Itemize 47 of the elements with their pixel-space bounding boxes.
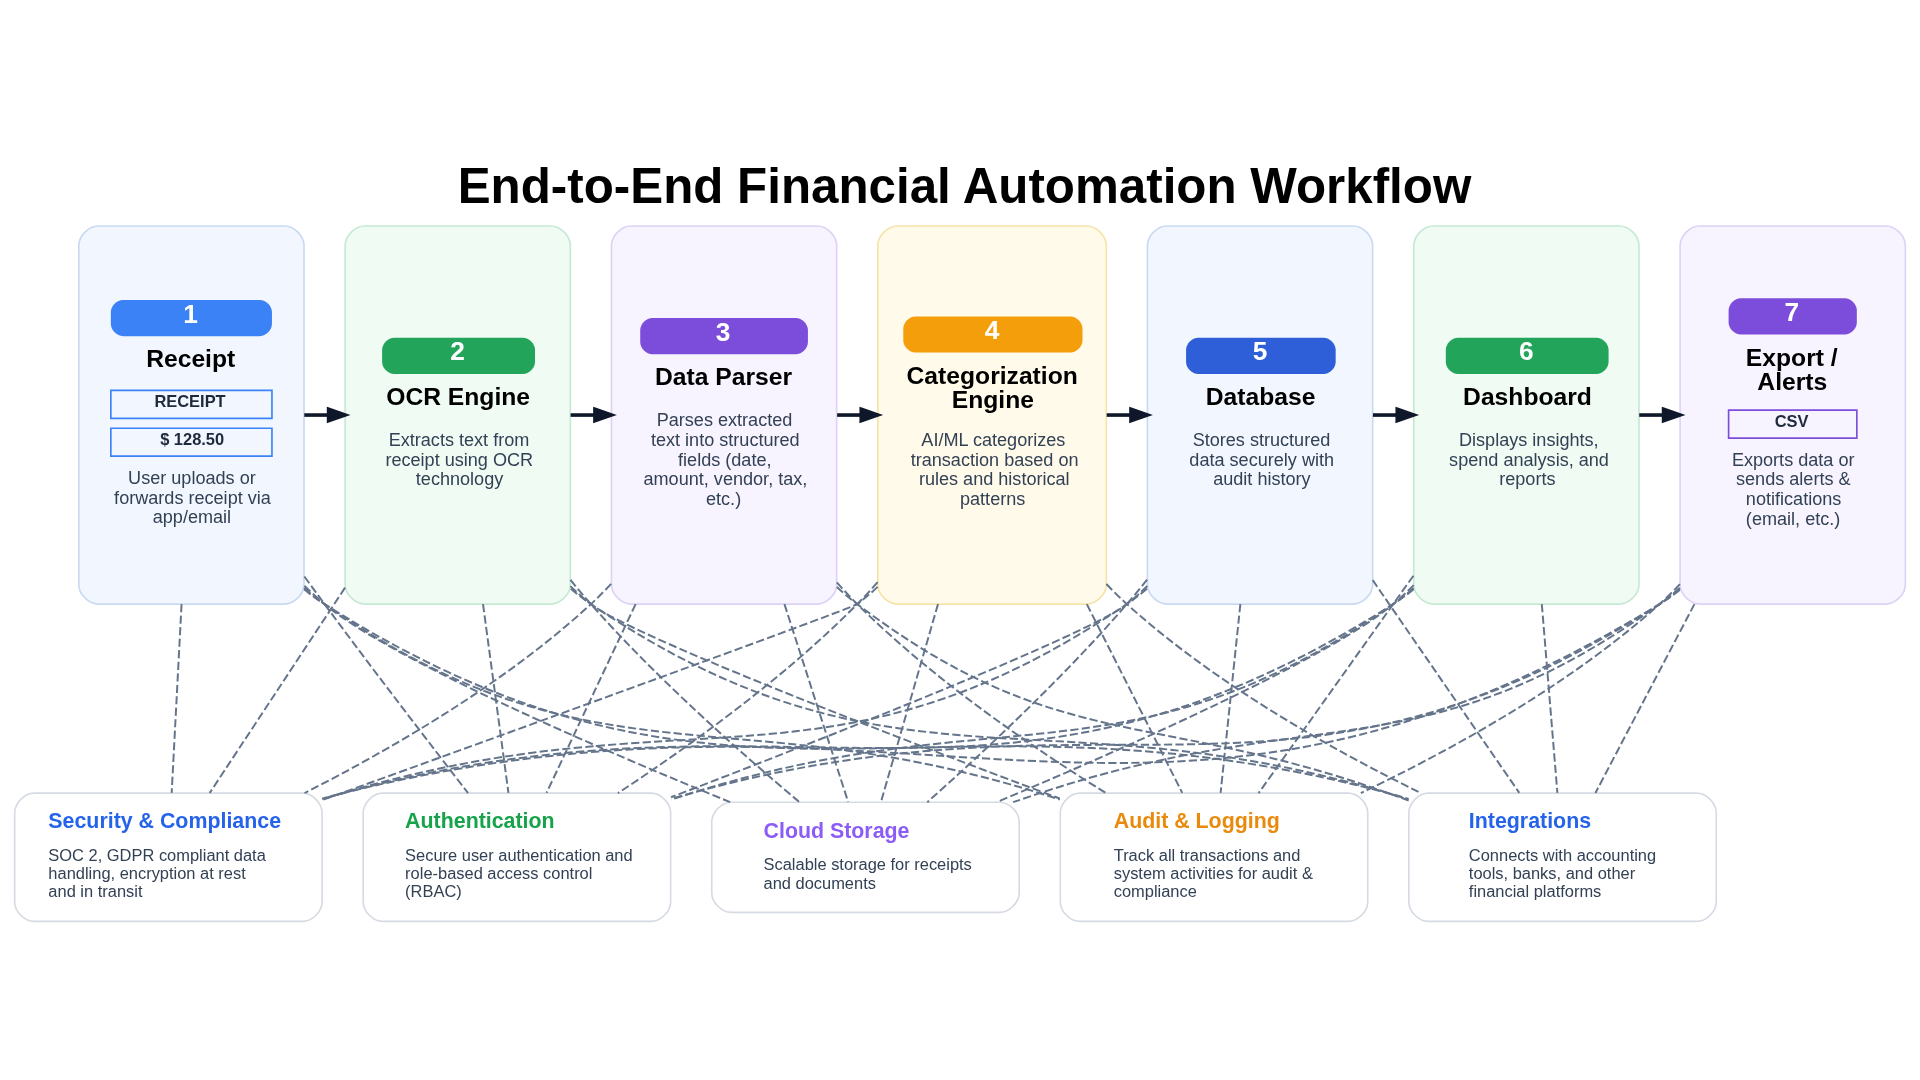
connector <box>1085 603 1184 794</box>
node-box: 7 Export / Alerts CSV Exports data or sends alerts & notifications (email, etc.) <box>1679 225 1907 605</box>
connector <box>1012 586 1681 804</box>
connector <box>482 603 510 794</box>
connector <box>1540 603 1559 794</box>
connector <box>1105 583 1422 794</box>
connector <box>569 585 1061 800</box>
arrow <box>837 406 884 424</box>
arrow <box>1106 406 1153 424</box>
connector <box>880 603 939 803</box>
connector <box>208 586 347 794</box>
connector <box>1359 583 1681 794</box>
connector <box>670 585 1149 799</box>
connector <box>835 581 1108 795</box>
connector <box>569 578 801 803</box>
connector <box>616 581 879 795</box>
arrow <box>1639 406 1686 424</box>
connector <box>1371 579 1521 794</box>
connector <box>926 578 1149 804</box>
connector <box>669 588 1681 801</box>
connector <box>1594 603 1696 794</box>
node-box: Security & Compliance SOC 2, GDPR compliant data handling, encryption at rest and in transit <box>13 792 323 923</box>
arrow <box>570 406 617 424</box>
node-box: Cloud Storage Scalable storage for receipts and documents <box>710 801 1020 914</box>
connector <box>783 603 850 803</box>
node-box: 3 Data Parser Parses extracted text into structured fields (date, amount, vendor, tax, etc.) <box>610 225 838 605</box>
connector <box>1257 574 1415 795</box>
connector <box>321 588 1681 800</box>
node-box: 5 Database Stores structured data securely with audit history <box>1146 225 1374 605</box>
connector <box>303 575 470 795</box>
node-box: 2 OCR Engine Extracts text from receipt using OCR technology <box>344 225 572 605</box>
connector <box>835 585 1410 802</box>
node-box: Audit & Logging Track all transactions and system activities for audit & compliance <box>1059 792 1369 923</box>
node-box: 1 Receipt RECEIPT $ 128.50 User uploads or forwards receipt via app/email <box>77 225 305 605</box>
arrow <box>304 406 351 424</box>
node-box: Integrations Connects with accounting tools, banks, and other financial platforms <box>1408 792 1718 923</box>
node-box: 6 Dashboard Displays insights, spend analysis, and reports <box>1412 225 1640 605</box>
diagram-title: End-to-End Financial Automation Workflow <box>457 157 1472 213</box>
connector <box>545 603 637 794</box>
connector <box>170 603 183 794</box>
connector <box>303 584 732 804</box>
arrow <box>1372 406 1420 424</box>
node-box: Authentication Secure user authentication and role-based access control (RBAC) <box>362 792 672 923</box>
node-box: 4 Categorization Engine AI/ML categorizes transaction based on rules and historical patterns <box>876 225 1108 605</box>
connector <box>303 582 613 795</box>
connector <box>321 585 879 802</box>
connector <box>1219 603 1242 794</box>
